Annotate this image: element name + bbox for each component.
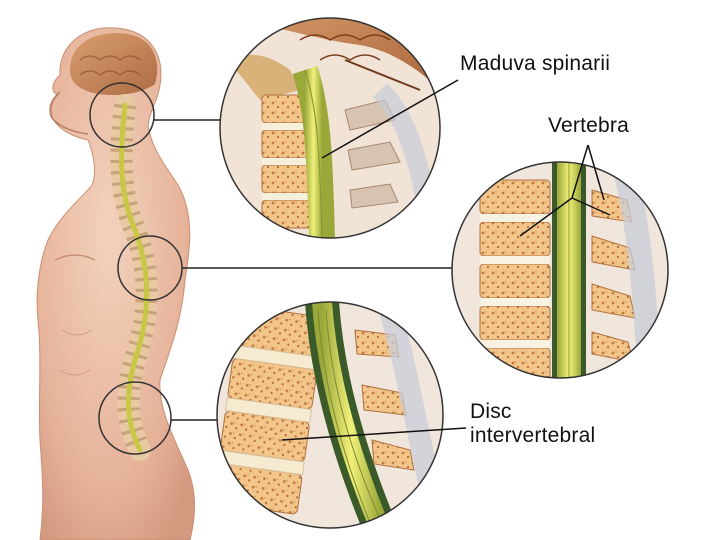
zoom-circle-thoracic xyxy=(452,162,668,382)
label-disc-line2: intervertebral xyxy=(470,424,595,448)
label-spinal-cord: Maduva spinarii xyxy=(460,52,610,76)
zoom-circle-cervical xyxy=(220,18,440,240)
label-disc-line1: Disc xyxy=(470,400,595,424)
label-vertebra: Vertebra xyxy=(548,114,629,138)
zoom-circle-lumbar xyxy=(213,302,443,528)
body-silhouette xyxy=(37,28,195,540)
label-intervertebral-disc: Disc intervertebral xyxy=(470,400,595,448)
